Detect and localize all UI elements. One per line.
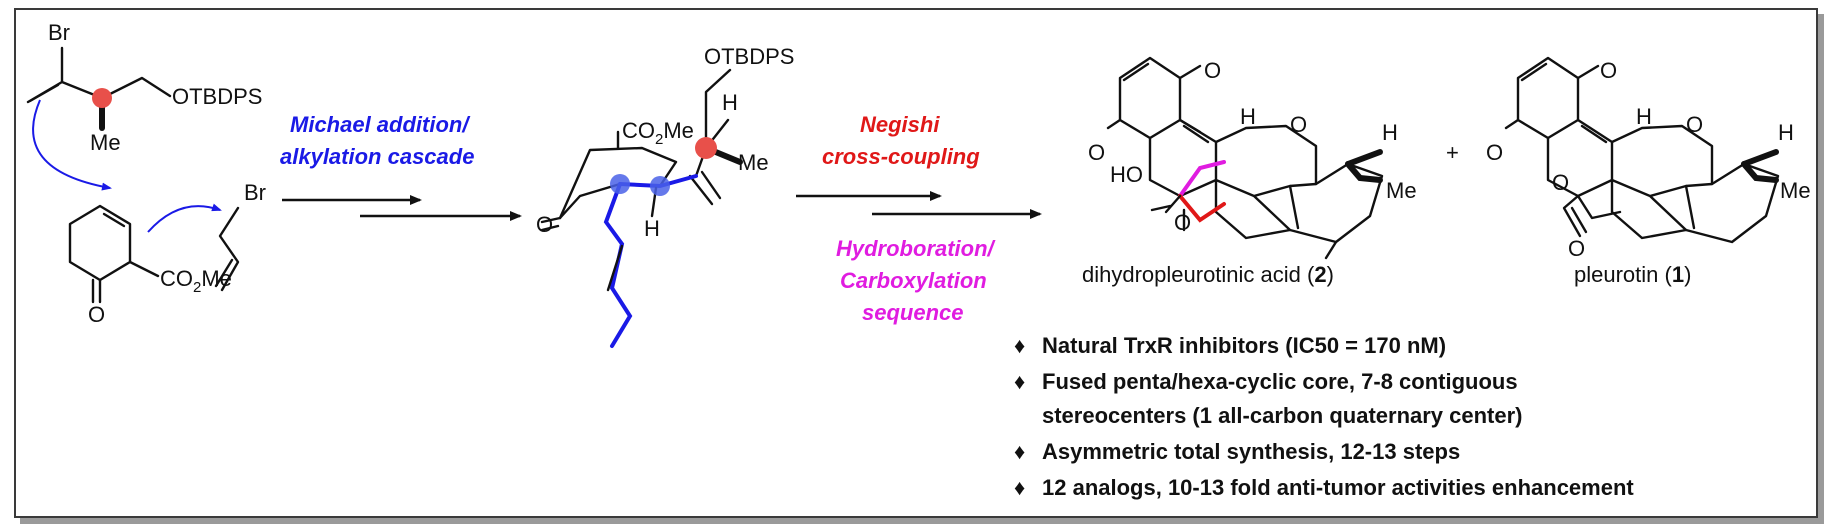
me-label: Me (90, 130, 121, 155)
p1-h2: H (1778, 120, 1794, 145)
p1-o-top: O (1600, 58, 1617, 83)
p1-h1: H (1636, 104, 1652, 129)
p1-o-carbonyl: O (1568, 236, 1585, 261)
ketone-o-label: O (88, 302, 105, 327)
step1-line1: Michael addition/ (290, 112, 471, 137)
bullet-2: Fused penta/hexa-cyclic core, 7-8 contig… (1042, 369, 1518, 394)
curved-arrow-alkylation (147, 203, 222, 233)
enone-structure: O CO2Me (68, 204, 232, 327)
otbdps-label: OTBDPS (172, 84, 262, 109)
blue-stereocenter-2 (650, 176, 670, 196)
int-h-top-label: H (722, 90, 738, 115)
p1-o-lactone: O (1552, 170, 1569, 195)
int-me-label: Me (738, 150, 769, 175)
bullet-4: 12 analogs, 10-13 fold anti-tumor activi… (1042, 475, 1634, 500)
int-o-label: O (536, 212, 553, 237)
step1-line2: alkylation cascade (280, 144, 474, 169)
curved-arrow-michael (32, 99, 112, 191)
int-ester-label: CO2Me (622, 118, 694, 148)
dihydropleurotinic-acid-structure: O O H O H HO Me O dihydropleurotinic aci… (1082, 56, 1417, 287)
allyl-bromide-structure: Br (147, 180, 266, 292)
p2-o-left: O (1088, 140, 1105, 165)
p1-o-left: O (1486, 140, 1503, 165)
int-h-bottom-label: H (644, 216, 660, 241)
p2-o-ring: O (1290, 112, 1307, 137)
bullet-3: Asymmetric total synthesis, 12-13 steps (1042, 439, 1460, 464)
step2-arrow-group: Negishi cross-coupling Hydroboration/ Ca… (796, 112, 1042, 325)
negishi-line1: Negishi (860, 112, 940, 137)
negishi-line2: cross-coupling (822, 144, 980, 169)
bullet-2-cont: stereocenters (1 all-carbon quaternary c… (1042, 403, 1523, 428)
plus-sign: + (1446, 140, 1459, 165)
pleurotin-structure: O O H O H Me O O pleurotin (1) (1486, 56, 1811, 287)
p2-h1: H (1240, 104, 1256, 129)
bullet-glyph-3: ♦ (1014, 439, 1025, 464)
step1-arrow-group: Michael addition/ alkylation cascade (280, 112, 522, 221)
red-stereocenter (695, 137, 717, 159)
bullet-glyph-2: ♦ (1014, 369, 1025, 394)
p1-me: Me (1780, 178, 1811, 203)
allyl-br-label: Br (244, 180, 266, 205)
bullet-list: ♦ Natural TrxR inhibitors (IC50 = 170 nM… (1014, 333, 1634, 500)
int-otbdps-label: OTBDPS (704, 44, 794, 69)
hydro-line1: Hydroboration/ (836, 236, 997, 261)
bullet-glyph-1: ♦ (1014, 333, 1025, 358)
stereocenter-highlight (92, 88, 112, 108)
vinyl-bromide-structure: Br OTBDPS Me (26, 20, 262, 191)
p2-name: dihydropleurotinic acid (2) (1082, 262, 1334, 287)
bullet-glyph-4: ♦ (1014, 475, 1025, 500)
hydro-line2: Carboxylation (840, 268, 987, 293)
br-label: Br (48, 20, 70, 45)
p1-o-ring: O (1686, 112, 1703, 137)
p2-ho: HO (1110, 162, 1143, 187)
p2-o-bottom: O (1174, 210, 1191, 235)
hydro-line3: sequence (862, 300, 964, 325)
p2-me: Me (1386, 178, 1417, 203)
p2-h2: H (1382, 120, 1398, 145)
p1-name: pleurotin (1) (1574, 262, 1691, 287)
intermediate-structure: OTBDPS H Me CO2Me O H (536, 44, 794, 348)
p2-o-top: O (1204, 58, 1221, 83)
bullet-1: Natural TrxR inhibitors (IC50 = 170 nM) (1042, 333, 1446, 358)
blue-stereocenter-1 (610, 174, 630, 194)
ester-label: CO2Me (160, 266, 232, 296)
